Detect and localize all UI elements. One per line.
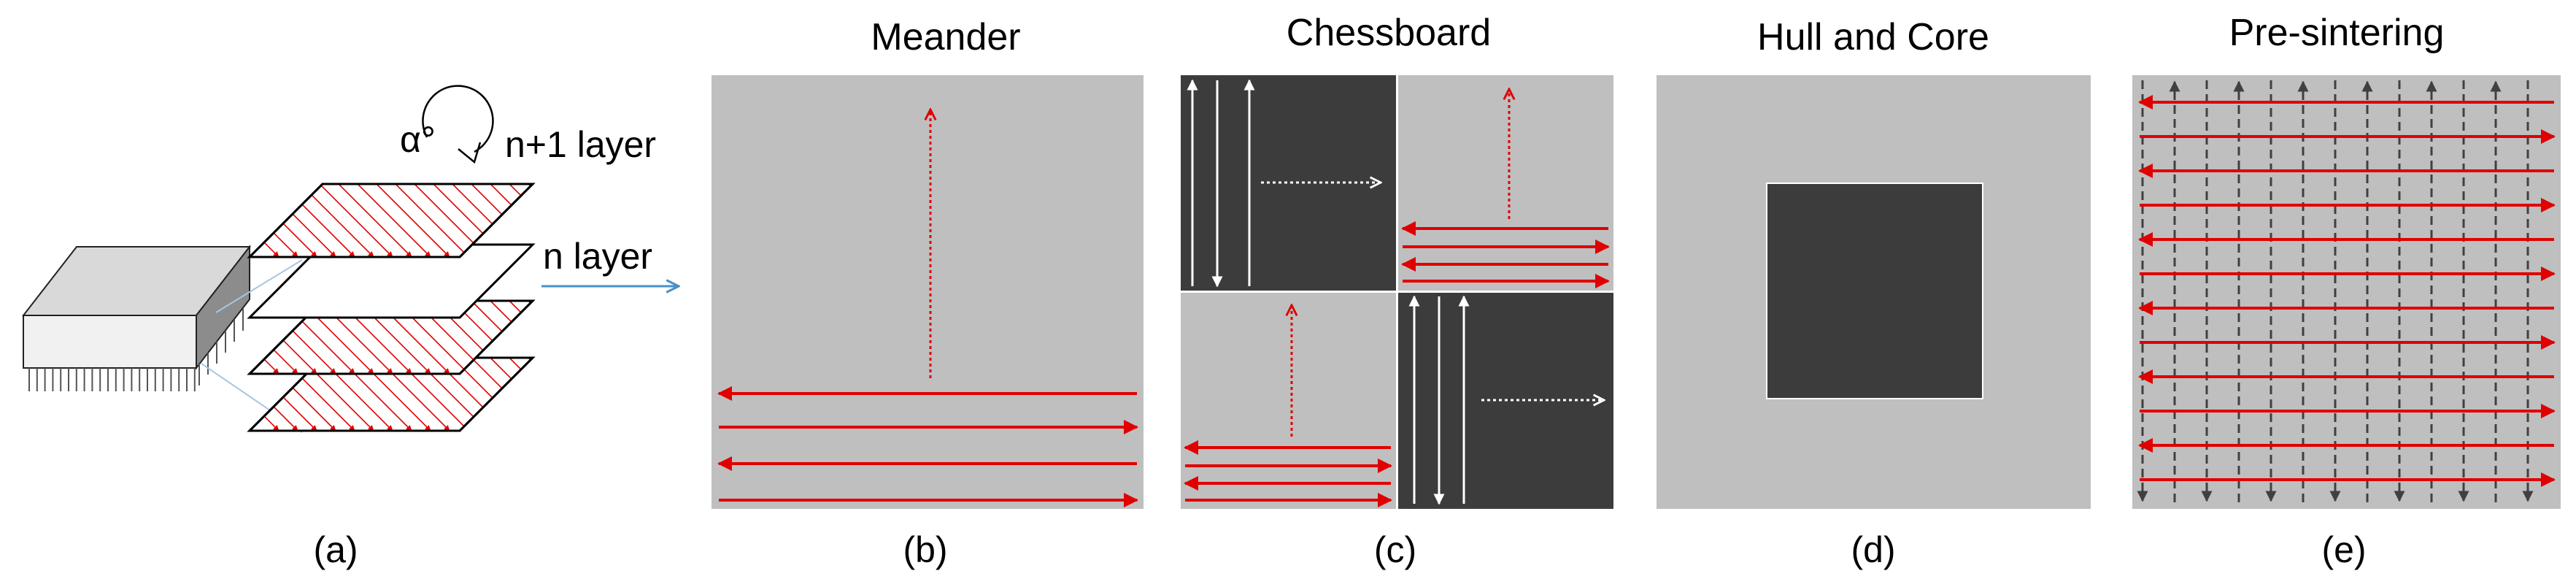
chess-field-bottom-left [1181, 293, 1396, 509]
panel-d: Hull and Core (d) [1657, 16, 2091, 570]
rotation-angle-label: α° [400, 119, 436, 160]
layer-hatch-vector [250, 358, 279, 431]
chess-field-top-right [1398, 75, 1613, 291]
layer-hatch-vector [547, 301, 620, 374]
layer-hatch-vector [250, 184, 279, 257]
layer-hatch-vector [566, 358, 639, 431]
upper-layer-label: n+1 layer [505, 124, 656, 165]
caption-b: (b) [903, 529, 947, 570]
layer-1 [247, 183, 536, 258]
layer-hatch-vector [395, 184, 469, 257]
panel-title-chessboard: Chessboard [1287, 12, 1491, 54]
pre-sintering-vectors [2137, 80, 2534, 502]
lower-layer-label: n layer [543, 236, 652, 277]
panel-title-pre-sintering: Pre-sintering [2229, 12, 2445, 54]
curved-rotation-arrow-icon [422, 85, 494, 164]
caption-d: (d) [1851, 529, 1895, 570]
layer-hatch-vector [585, 358, 658, 431]
layer-hatch-vector [338, 184, 412, 257]
layer-hatch-vector [528, 358, 533, 431]
pre-sintering-area [2132, 75, 2561, 509]
caption-e: (e) [2321, 529, 2366, 570]
sintering-vectors [2138, 95, 2556, 487]
panel-e: Pre-sintering (e) [2132, 12, 2561, 570]
caption-c: (c) [1374, 529, 1416, 570]
panel-c: Chessboard (c) [1181, 12, 1613, 570]
layer-hatch-vector [319, 184, 393, 257]
caption-a: (a) [313, 529, 358, 570]
leader-line-top [215, 259, 303, 313]
layer-hatch-vector [357, 184, 431, 257]
layer-hatch-vector [585, 301, 658, 374]
panel-title-meander: Meander [871, 16, 1020, 58]
layer-hatch-vector [528, 301, 533, 374]
layer-hatch-vector [250, 301, 279, 374]
layer-hatch-vector [300, 184, 374, 257]
layer-hatch-vector [490, 358, 533, 431]
panel-a: α° n+1 layer n layer (a) [21, 85, 679, 570]
panel-b: Meander (b) [712, 16, 1144, 570]
layer-hatch-vector [566, 301, 639, 374]
layer-hatch-vector [376, 184, 450, 257]
panel-title-hull-and-core: Hull and Core [1757, 16, 1989, 58]
layer-hatch-vector [547, 358, 620, 431]
core-region [1766, 183, 1983, 399]
meander-area [712, 75, 1144, 509]
part-block [21, 245, 252, 391]
chess-field-top-left [1181, 75, 1396, 291]
